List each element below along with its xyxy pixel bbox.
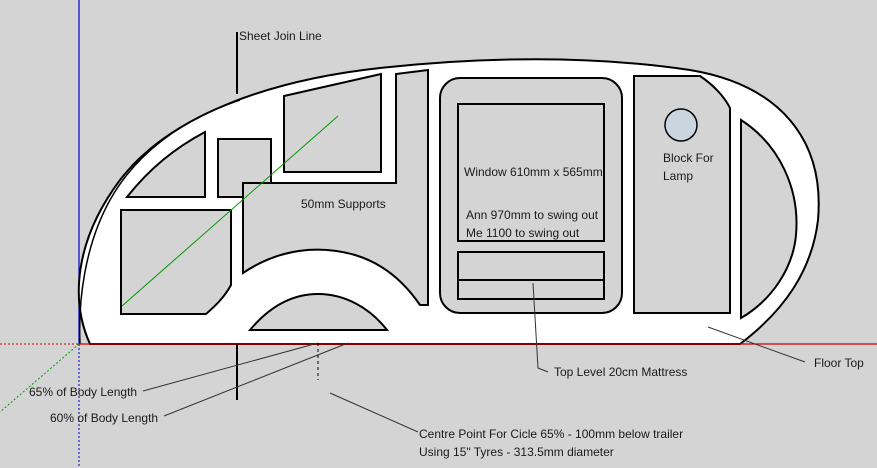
window-label: Window 610mm x 565mm [464,165,603,179]
mattress-label: Top Level 20cm Mattress [554,365,687,379]
floor-top-label: Floor Top [814,356,864,370]
window-frame [457,103,605,242]
ann-swing-label: Ann 970mm to swing out [466,208,599,222]
body-65-label: 65% of Body Length [29,385,137,399]
body-60-label: 60% of Body Length [50,411,158,425]
cutout-top-mid [283,72,382,173]
green-axis-dotted [0,343,80,413]
centre-point-label-2: Using 15" Tyres - 313.5mm diameter [419,445,614,459]
sheet-join-label: Sheet Join Line [239,29,322,43]
cutout-front-lower [120,209,232,315]
centre-point-label-1: Centre Point For Cicle 65% - 100mm below… [419,427,683,441]
trailer-inner-outline [78,99,241,345]
lamp-block-circle [664,108,698,142]
mattress-bar [457,251,605,300]
leader-floor [707,326,806,363]
green-guide-line [121,115,339,307]
block-lamp-label-1: Block For [663,151,714,165]
leader-65 [142,342,319,392]
me-swing-label: Me 1100 to swing out [466,226,580,240]
cutout-supports [242,68,429,306]
cutout-rear-curve [740,118,798,320]
wheel-arch [247,292,390,331]
cutout-rear-panel [633,75,731,314]
leader-60 [163,342,349,417]
supports-label: 50mm Supports [301,197,386,211]
cutout-front-upper [124,130,206,198]
leader-centre [329,392,419,433]
block-lamp-label-2: Lamp [663,169,693,183]
leader-mattress [532,282,549,373]
